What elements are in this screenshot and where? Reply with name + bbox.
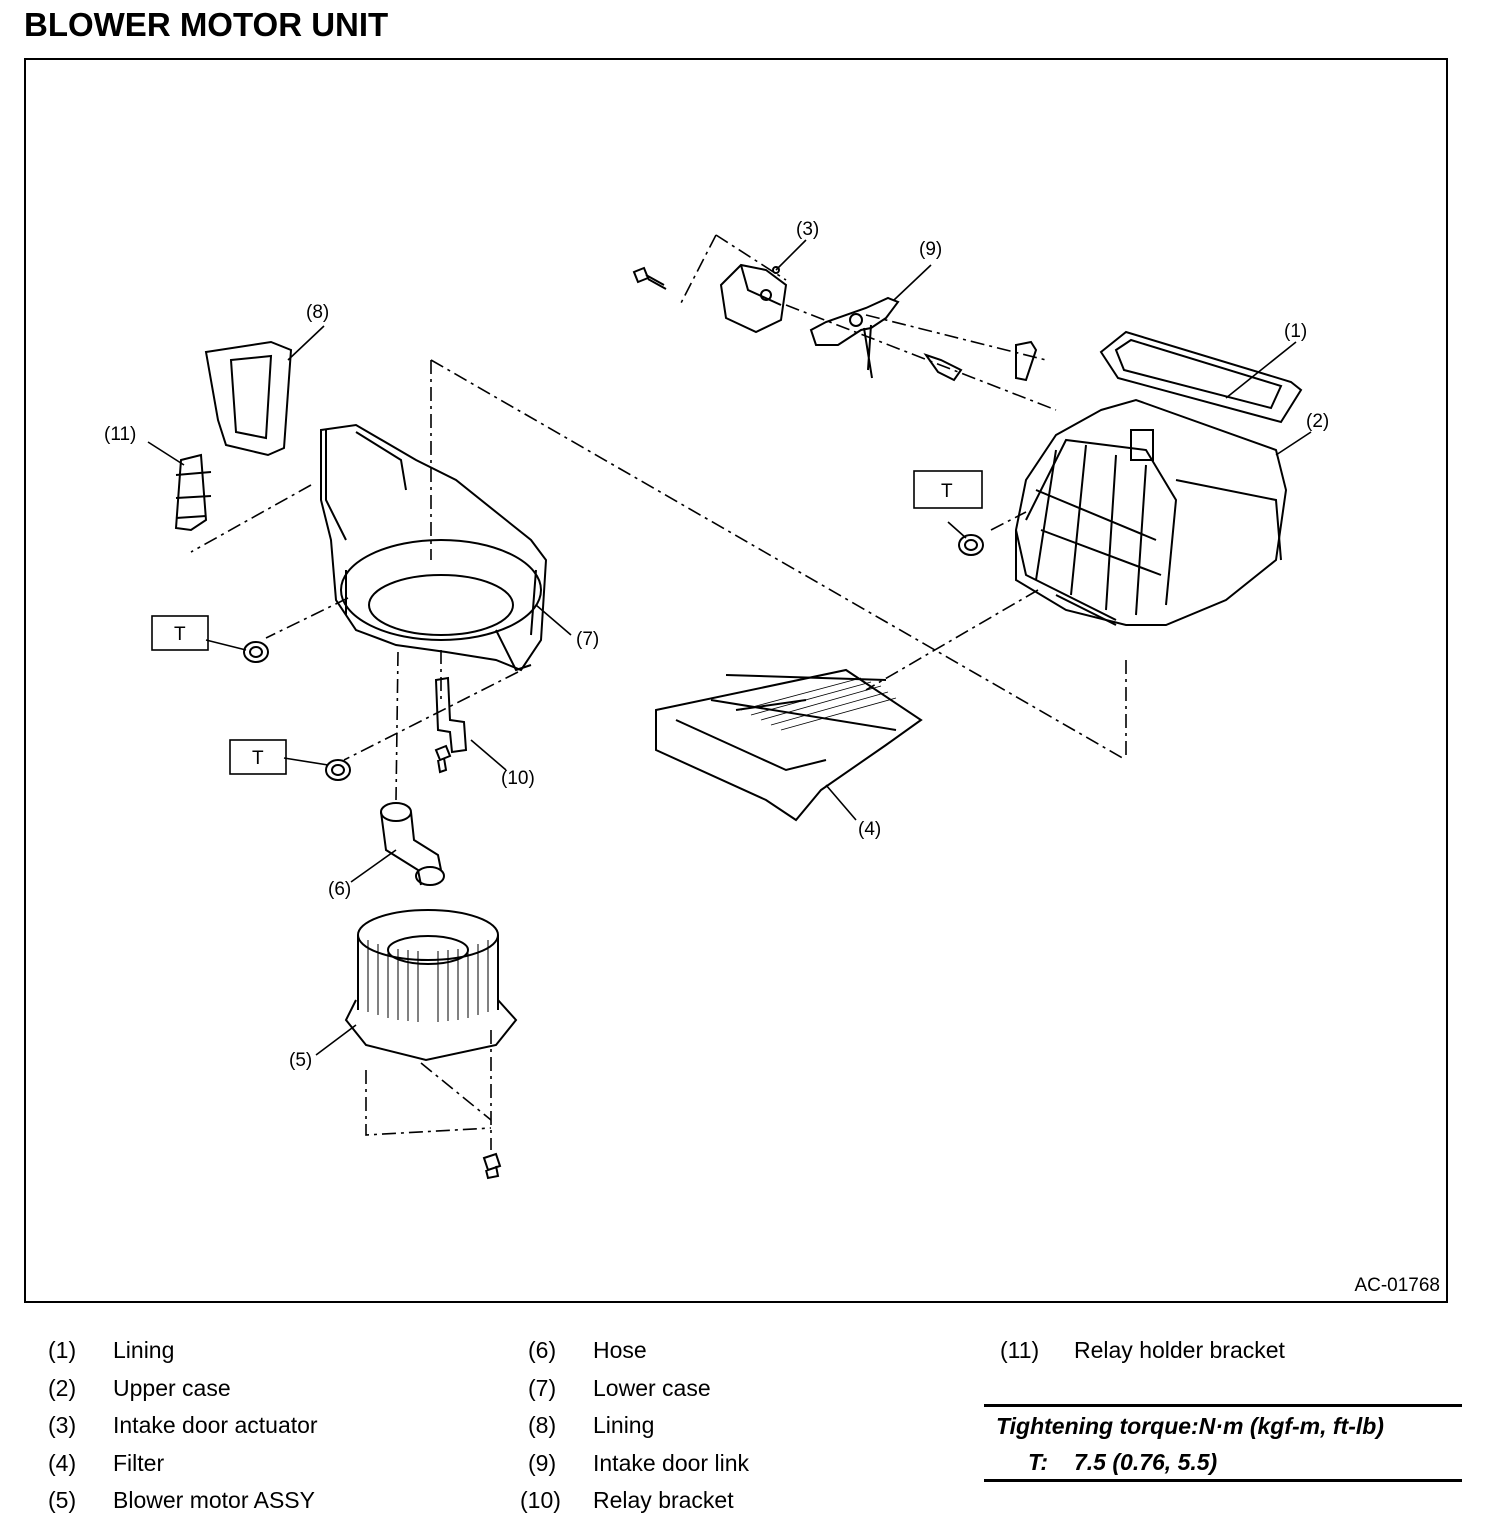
torque-spec-title: Tightening torque:N·m (kgf-m, ft-lb) — [996, 1413, 1384, 1439]
screw-blower — [482, 1152, 502, 1180]
leader-lines — [147, 239, 1312, 1056]
filter — [655, 668, 923, 822]
torque-marker-box-left — [151, 615, 209, 651]
lining-left — [204, 340, 293, 457]
callout-4: (4) — [858, 819, 881, 840]
legend-num: (9) — [528, 1450, 557, 1476]
callout-7: (7) — [576, 629, 599, 650]
legend-label: Intake door actuator — [113, 1412, 318, 1438]
callout-10: (10) — [501, 768, 535, 789]
legend-label: Blower motor ASSY — [113, 1487, 315, 1513]
legend-label: Hose — [593, 1337, 647, 1363]
callout-9: (9) — [919, 239, 942, 260]
relay-holder-bracket — [174, 453, 212, 532]
legend-num: (7) — [528, 1375, 557, 1401]
figure-code: AC-01768 — [1354, 1275, 1440, 1296]
legend-num: (10) — [520, 1487, 561, 1513]
lining-top — [1099, 330, 1303, 424]
relay-bracket — [434, 676, 468, 754]
legend-num: (8) — [528, 1412, 557, 1438]
torque-marker-box-lower — [229, 739, 287, 775]
bolt-right — [958, 534, 984, 556]
lower-case — [320, 423, 548, 672]
legend-label: Lower case — [593, 1375, 711, 1401]
upper-case — [1015, 398, 1288, 626]
torque-spec-box: Tightening torque:N·m (kgf-m, ft-lb) T: 7… — [984, 1404, 1462, 1482]
legend-num: (11) — [1000, 1337, 1040, 1363]
bolt-lower — [325, 759, 351, 781]
intake-door-link — [809, 296, 900, 379]
callout-6: (6) — [328, 879, 351, 900]
callout-11: (11) — [104, 424, 136, 445]
torque-spec-value: 7.5 (0.76, 5.5) — [1074, 1449, 1218, 1475]
torque-spec-row: T: 7.5 (0.76, 5.5) — [1028, 1449, 1217, 1476]
legend-num: (3) — [48, 1412, 77, 1438]
legend-label: Lining — [113, 1337, 175, 1363]
hose — [380, 802, 445, 886]
legend-label: Upper case — [113, 1375, 231, 1401]
assembly-guide-lines — [190, 234, 1127, 1150]
callout-2: (2) — [1306, 411, 1329, 432]
legend-label: Lining — [593, 1412, 655, 1438]
legend-label: Filter — [113, 1450, 165, 1476]
legend-num: (6) — [528, 1337, 557, 1363]
screw-relay — [434, 744, 452, 774]
intake-door-actuator — [719, 263, 788, 334]
blower-motor-assy — [344, 909, 518, 1062]
legend-num: (1) — [48, 1337, 77, 1363]
callout-5: (5) — [289, 1050, 312, 1071]
legend-num: (5) — [48, 1487, 77, 1513]
torque-marker-left: T — [174, 624, 186, 645]
legend-num: (4) — [48, 1450, 77, 1476]
torque-marker-box-right — [913, 470, 983, 509]
legend-num: (2) — [48, 1375, 77, 1401]
callout-1: (1) — [1284, 321, 1307, 342]
legend-label: Relay holder bracket — [1074, 1337, 1285, 1363]
callout-8: (8) — [306, 302, 329, 323]
torque-marker-lower: T — [252, 748, 264, 769]
link-rod — [923, 340, 1038, 382]
legend-label: Relay bracket — [593, 1487, 734, 1513]
page-title: BLOWER MOTOR UNIT — [24, 6, 389, 43]
callout-3: (3) — [796, 219, 819, 240]
torque-marker-right: T — [941, 481, 953, 502]
bolt-left — [243, 641, 269, 663]
diagram-frame: (3) (9) (1) (2) (8) (11) (7) (10) (4) (6… — [24, 58, 1448, 1303]
legend-label: Intake door link — [593, 1450, 749, 1476]
torque-spec-symbol: T: — [1028, 1449, 1049, 1475]
screw-actuator — [632, 266, 667, 290]
exploded-view-diagram: (3) (9) (1) (2) (8) (11) (7) (10) (4) (6… — [104, 219, 1329, 1180]
